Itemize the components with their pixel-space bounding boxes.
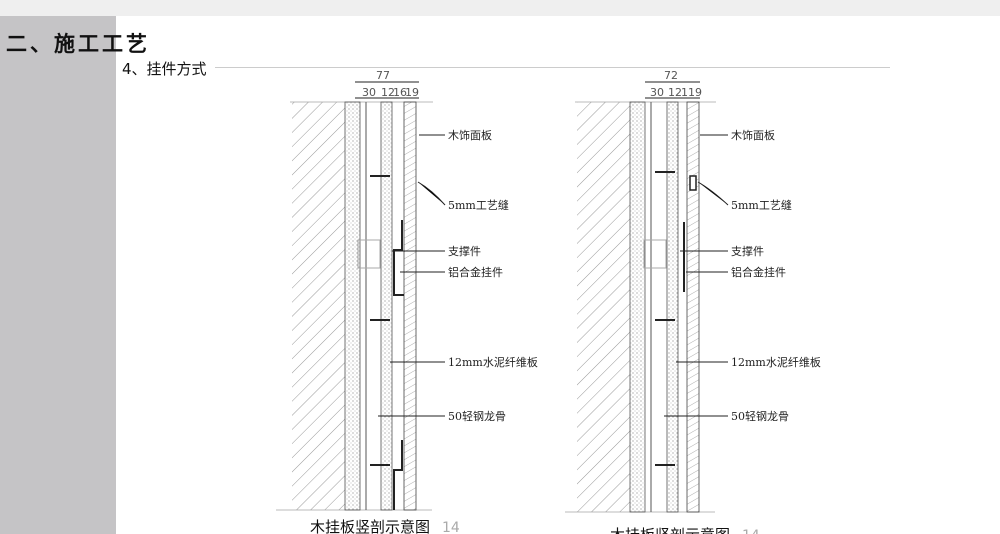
total-dimension: 72 bbox=[664, 69, 678, 82]
dimension: 19 bbox=[688, 86, 702, 99]
dimension: 1 bbox=[681, 86, 688, 99]
label-steel-keel: 50轻钢龙骨 bbox=[448, 409, 506, 423]
figure-caption: 木挂板竖剖示意图 bbox=[610, 526, 730, 534]
label-wood-panel: 木饰面板 bbox=[731, 128, 775, 142]
label-gap: 5mm工艺缝 bbox=[448, 198, 509, 212]
dimension: 12 bbox=[668, 86, 682, 99]
dimension: 30 bbox=[650, 86, 664, 99]
section-title: 二、施工工艺 bbox=[6, 31, 150, 56]
subsection-title: 4、挂件方式 bbox=[122, 60, 207, 78]
figure-caption: 木挂板竖剖示意图 bbox=[310, 518, 430, 534]
label-aluminum-hanger: 铝合金挂件 bbox=[731, 265, 786, 279]
label-steel-keel: 50轻钢龙骨 bbox=[731, 409, 789, 423]
label-cement-board: 12mm水泥纤维板 bbox=[448, 355, 538, 369]
figure-right: 72 30 12 1 19 木饰面板 5mm工艺缝 支撑件 铝合金挂件 12mm… bbox=[565, 69, 821, 534]
figure-left: 77 30 12 16 19 木饰面板 5mm工艺缝 支撑件 铝合金挂件 12m… bbox=[276, 69, 538, 534]
left-sidebar-band bbox=[0, 16, 116, 534]
label-aluminum-hanger: 铝合金挂件 bbox=[448, 265, 503, 279]
dimension: 30 bbox=[362, 86, 376, 99]
figure-number: 14 bbox=[442, 520, 460, 534]
label-wood-panel: 木饰面板 bbox=[448, 128, 492, 142]
figure-number: 14 bbox=[742, 528, 760, 534]
top-bar bbox=[0, 0, 1000, 16]
dimension: 19 bbox=[405, 86, 419, 99]
title-underline bbox=[215, 67, 890, 68]
total-dimension: 77 bbox=[376, 69, 390, 82]
label-gap: 5mm工艺缝 bbox=[731, 198, 792, 212]
label-support: 支撑件 bbox=[731, 244, 764, 258]
dimension: 12 bbox=[381, 86, 395, 99]
label-support: 支撑件 bbox=[448, 244, 481, 258]
dimension: 16 bbox=[393, 86, 407, 99]
label-cement-board: 12mm水泥纤维板 bbox=[731, 355, 821, 369]
